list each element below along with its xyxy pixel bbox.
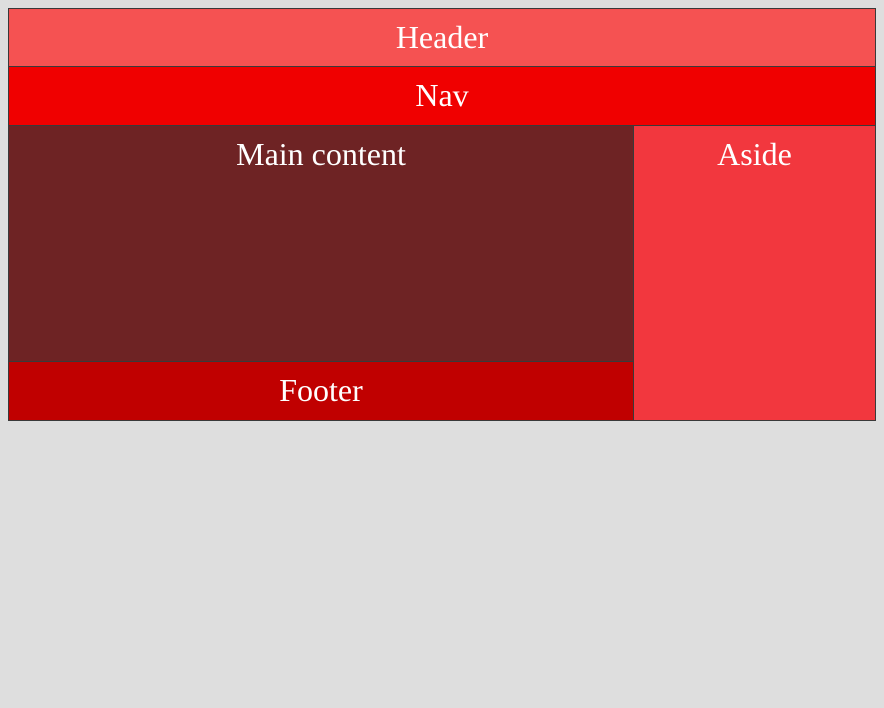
header-region: Header [8,8,876,67]
page-layout: Header Nav Main content Aside Footer [8,8,876,421]
main-content-region: Main content [8,125,634,362]
nav-region: Nav [8,66,876,126]
footer-region: Footer [8,361,634,421]
aside-region: Aside [633,125,876,421]
